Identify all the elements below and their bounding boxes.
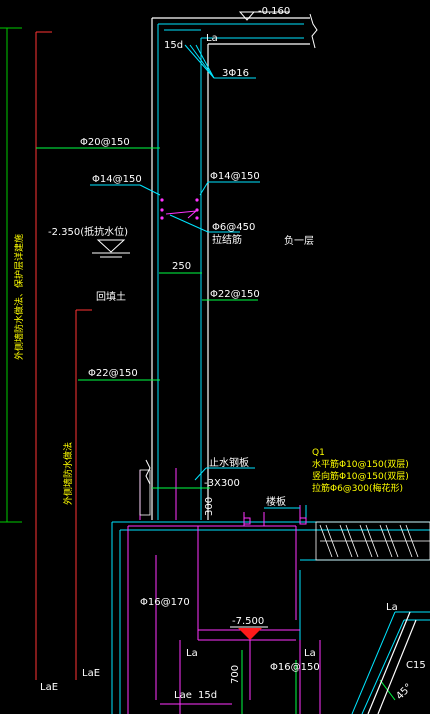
rebar-d22-right-text: Φ22@150 xyxy=(210,289,260,300)
wall-rebar xyxy=(111,23,430,714)
slab-mark-2 xyxy=(299,517,307,525)
water-level-symbol xyxy=(92,239,130,258)
vertical-note-1: 外侧墙防水做法、保护层详建施 xyxy=(13,234,25,360)
rebar-d20-text: Φ20@150 xyxy=(80,137,130,148)
magenta-lines xyxy=(127,468,321,714)
rebar-d14-right-text: Φ14@150 xyxy=(210,171,260,182)
annotation-leaders xyxy=(90,44,307,522)
floor-slab-text: 楼板 xyxy=(266,495,286,508)
green-leaders xyxy=(36,147,396,714)
red-dimension-brackets xyxy=(35,31,92,680)
dim-300-text: 300 xyxy=(204,497,215,516)
d15-bottom-text: 15d xyxy=(198,690,217,701)
la-left-text: La xyxy=(186,648,198,659)
rebar-d6-sub-text: 拉结筋 xyxy=(212,233,242,246)
rebar-d22-left-text: Φ22@150 xyxy=(88,368,138,379)
q1-line1-text: 水平筋Φ10@150(双层) xyxy=(312,458,409,470)
la-right-text: La xyxy=(304,648,316,659)
q1-title-text: Q1 xyxy=(312,448,325,458)
rebar-dots xyxy=(160,198,199,220)
waterstop-size-text: -3X300 xyxy=(204,478,240,489)
waterstop-text: 止水钢板 xyxy=(209,456,249,469)
rebar-d14-left-text: Φ14@150 xyxy=(92,174,142,185)
floor-label-text: 负一层 xyxy=(284,234,314,247)
c15-text: C15 xyxy=(406,660,426,671)
elev-water-text: -2.350(抵抗水位) xyxy=(48,225,128,238)
pit-edge xyxy=(367,611,417,714)
waterstop-joint xyxy=(145,459,151,485)
la-top-text: La xyxy=(206,33,218,44)
dim-250-text: 250 xyxy=(172,261,191,272)
elevation-marker-top xyxy=(238,11,290,21)
backfill-text: 回填土 xyxy=(96,290,126,303)
rebar-d16-150-text: Φ16@150 xyxy=(270,662,320,673)
left-green-guides xyxy=(0,27,22,523)
dim-700-text: 700 xyxy=(230,665,241,684)
la-far-right-text: La xyxy=(386,602,398,613)
q1-line2-text: 竖向筋Φ10@150(双层) xyxy=(312,470,409,482)
elev-top-text: -0.160 xyxy=(258,6,290,17)
hatch-left xyxy=(139,469,151,516)
elev-pit-text: -7.500 xyxy=(232,616,264,627)
angle-45-text: 45° xyxy=(394,682,414,702)
rebar-d6-text: Φ6@450 xyxy=(212,222,255,233)
break-line-symbol xyxy=(309,13,318,49)
pit-elevation-marker xyxy=(230,626,268,640)
rebar-3d16-text: 3Φ16 xyxy=(222,68,249,79)
d15-top-text: 15d xyxy=(164,40,183,51)
tie-hook xyxy=(165,210,198,219)
slab-mark-1 xyxy=(243,517,251,525)
hatched-slab xyxy=(315,521,430,561)
laE-2-text: LaE xyxy=(82,668,100,679)
q1-line3-text: 拉筋Φ6@300(梅花形) xyxy=(312,482,403,494)
lae-bottom-text: Lae xyxy=(174,690,192,701)
vertical-note-2: 外侧墙防水做法 xyxy=(62,442,74,505)
rebar-d16-170-text: Φ16@170 xyxy=(140,597,190,608)
wall-outline xyxy=(151,17,310,520)
laE-1-text: LaE xyxy=(40,682,58,693)
